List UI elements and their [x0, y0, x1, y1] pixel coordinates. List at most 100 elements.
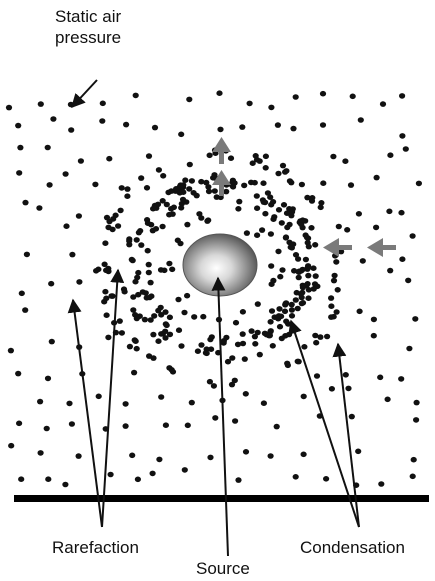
air-particle [122, 289, 128, 295]
air-particle [158, 394, 164, 400]
air-particle [399, 133, 405, 139]
air-particle [305, 295, 311, 301]
air-particle [99, 118, 105, 124]
air-particle [148, 280, 154, 286]
air-particle [249, 328, 255, 334]
air-particle [279, 336, 285, 342]
air-particle [399, 93, 405, 99]
air-particle [318, 205, 324, 211]
air-particle [104, 312, 110, 318]
air-particle [145, 248, 151, 254]
air-particle [305, 273, 311, 279]
air-particle [16, 170, 22, 176]
air-particle [123, 423, 129, 429]
air-particle [68, 127, 74, 133]
air-particle [280, 163, 286, 169]
air-particle [373, 225, 379, 231]
air-particle [181, 310, 187, 316]
air-particle [377, 375, 383, 381]
arrow-up-outer-icon [212, 137, 231, 164]
air-particle [277, 274, 283, 280]
air-particle [138, 242, 144, 248]
air-particle [311, 286, 317, 292]
air-particle [284, 225, 290, 231]
air-particle [50, 116, 56, 122]
air-particle [254, 205, 260, 211]
air-particle [22, 307, 28, 313]
air-particle [198, 342, 204, 348]
arrow-left-outer-icon [367, 238, 396, 257]
air-particle [331, 278, 337, 284]
air-particle [320, 122, 326, 128]
air-particle [289, 307, 295, 313]
air-particle [162, 335, 168, 341]
air-particle [257, 352, 263, 358]
air-particle [239, 124, 245, 130]
air-particle [229, 355, 235, 361]
air-particle [413, 417, 419, 423]
air-particle [209, 334, 215, 340]
air-particle [45, 145, 51, 151]
air-particle [328, 295, 334, 301]
air-particle [101, 299, 107, 305]
air-particle [17, 145, 23, 151]
air-particle [124, 193, 130, 199]
air-particle [309, 195, 315, 201]
air-particle [350, 94, 356, 100]
air-particle [335, 287, 341, 293]
air-particle [279, 267, 285, 273]
air-particle [176, 327, 182, 333]
air-particle [134, 316, 140, 322]
air-particle [360, 258, 366, 264]
air-particle [371, 317, 377, 323]
air-particle [283, 168, 289, 174]
air-particle [166, 365, 172, 371]
static-air-pressure-label: Static air pressure [55, 6, 165, 48]
air-particle [130, 258, 136, 264]
air-particle [115, 223, 121, 229]
air-particle [289, 313, 295, 319]
air-particle [356, 211, 362, 217]
air-particle [15, 371, 21, 377]
air-particle [131, 370, 137, 376]
air-particle [69, 252, 75, 258]
air-particle [96, 394, 102, 400]
air-particle [158, 267, 164, 273]
air-particle [78, 158, 84, 164]
air-particle [293, 474, 299, 480]
air-particle [281, 202, 287, 208]
air-particle [212, 188, 218, 194]
air-particle [205, 184, 211, 190]
air-particle [182, 467, 188, 473]
air-particle [229, 382, 235, 388]
air-particle [262, 211, 268, 217]
air-particle [180, 197, 186, 203]
air-particle [244, 230, 250, 236]
rarefaction-label: Rarefaction [52, 537, 139, 558]
air-particle [357, 309, 363, 315]
rarefaction-arrow-left [73, 300, 102, 527]
air-particle [110, 216, 116, 222]
air-particle [299, 301, 305, 307]
air-particle [410, 233, 416, 239]
air-particle [76, 279, 82, 285]
air-particle [295, 256, 301, 262]
air-particle [270, 343, 276, 349]
air-particle [252, 180, 258, 186]
air-particle [93, 268, 99, 274]
air-particle [63, 223, 69, 229]
air-particle [295, 306, 301, 312]
arrow-left-inner-icon [323, 238, 352, 257]
air-particle [196, 211, 202, 217]
air-particle [262, 200, 268, 206]
air-particle [282, 309, 288, 315]
air-particle [150, 332, 156, 338]
air-particle [146, 270, 152, 276]
air-particle [271, 214, 277, 220]
air-particle [313, 273, 319, 279]
air-particle [284, 361, 290, 367]
air-particle [254, 193, 260, 199]
air-particle [242, 356, 248, 362]
rarefaction-arrow-right [102, 270, 118, 527]
air-particle [243, 391, 249, 397]
